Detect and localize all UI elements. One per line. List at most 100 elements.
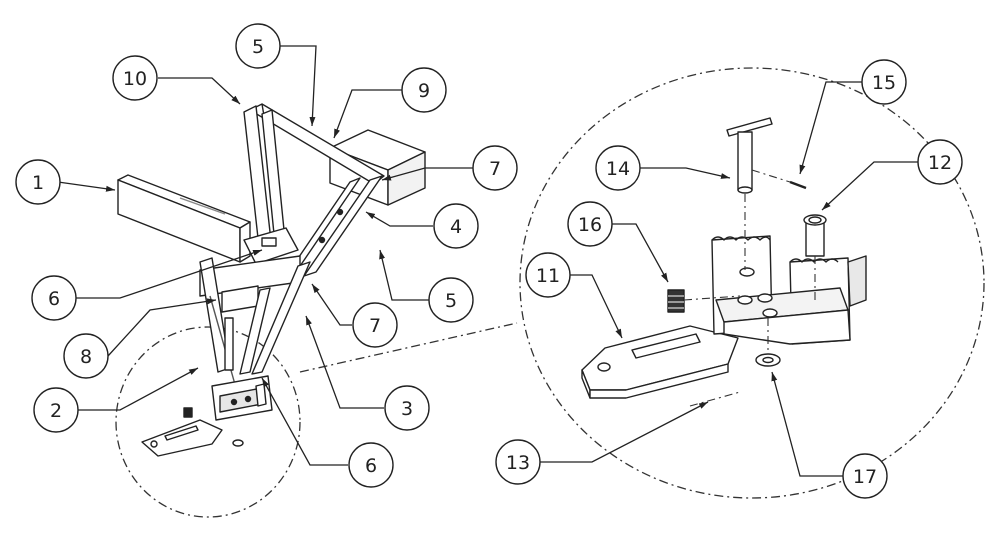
leader-17 bbox=[771, 371, 843, 477]
leader-12 bbox=[821, 161, 918, 211]
leader-2 bbox=[78, 367, 199, 411]
assembly-axes bbox=[683, 169, 816, 407]
leader-15 bbox=[799, 81, 862, 175]
callout-c9: 9 bbox=[401, 67, 447, 113]
leader-5b bbox=[379, 249, 430, 301]
lower-legs bbox=[199, 257, 311, 389]
leader-4 bbox=[365, 211, 433, 227]
part-16-spring bbox=[667, 289, 685, 313]
callout-label: 15 bbox=[872, 72, 896, 94]
callout-c8: 8 bbox=[63, 333, 109, 379]
callout-c3: 3 bbox=[384, 385, 430, 431]
callout-label: 4 bbox=[450, 216, 462, 238]
detail-circles bbox=[115, 67, 985, 518]
callout-circle bbox=[348, 442, 394, 488]
callout-circle bbox=[495, 439, 541, 485]
leader-lines bbox=[57, 45, 918, 477]
leader-7b bbox=[311, 283, 352, 326]
part-4-diagonal-brace bbox=[285, 175, 383, 277]
callout-circle bbox=[33, 387, 79, 433]
leader-6b bbox=[261, 377, 348, 466]
part-11-slotted-plate bbox=[581, 325, 739, 399]
callout-circle bbox=[861, 59, 907, 105]
callout-circle bbox=[352, 302, 398, 348]
leader-5a bbox=[278, 45, 317, 127]
part-1-mounting-bracket bbox=[117, 174, 251, 263]
callout-c16: 16 bbox=[567, 201, 613, 247]
callout-circle bbox=[433, 203, 479, 249]
callout-label: 7 bbox=[489, 158, 501, 180]
part-9-upper-box bbox=[329, 129, 426, 206]
leader-6a bbox=[76, 249, 263, 299]
callout-circle bbox=[112, 55, 158, 101]
callout-label: 13 bbox=[506, 452, 530, 474]
callout-label: 1 bbox=[32, 172, 44, 194]
small-plate bbox=[141, 419, 223, 457]
leader-9 bbox=[333, 89, 402, 139]
callout-circle bbox=[917, 139, 963, 185]
part-12-bushing bbox=[803, 214, 827, 257]
callout-label: 17 bbox=[853, 466, 877, 488]
callout-circle bbox=[525, 252, 571, 298]
callout-label: 10 bbox=[123, 68, 147, 90]
callout-bubbles: 1 10 5 9 7 4 5 6 7 8 2 3 6 14 15 12 16 11 13 17 bbox=[15, 23, 963, 499]
part-14-t-pin bbox=[726, 117, 773, 194]
lower-socket-block bbox=[211, 317, 273, 421]
callout-circle bbox=[401, 67, 447, 113]
callout-label: 2 bbox=[50, 400, 62, 422]
callout-label: 14 bbox=[606, 158, 630, 180]
leader-16 bbox=[612, 223, 669, 283]
leader-14 bbox=[640, 167, 731, 179]
large-detail-circle bbox=[519, 67, 985, 499]
part-8-crossmember bbox=[199, 255, 301, 313]
callout-label: 7 bbox=[369, 315, 381, 337]
callout-c7a: 7 bbox=[472, 145, 518, 191]
callout-label: 3 bbox=[401, 398, 413, 420]
callout-label: 5 bbox=[445, 290, 457, 312]
callout-circle bbox=[428, 277, 474, 323]
callout-circle bbox=[31, 275, 77, 321]
leader-10 bbox=[158, 77, 241, 105]
callout-c5b: 5 bbox=[428, 277, 474, 323]
callout-circle bbox=[63, 333, 109, 379]
callout-c11: 11 bbox=[525, 252, 571, 298]
callout-c7b: 7 bbox=[352, 302, 398, 348]
callout-label: 12 bbox=[928, 152, 952, 174]
callout-label: 8 bbox=[80, 346, 92, 368]
callout-c15: 15 bbox=[861, 59, 907, 105]
leader-1 bbox=[57, 181, 116, 192]
callout-c6a: 6 bbox=[31, 275, 77, 321]
callout-c6b: 6 bbox=[348, 442, 394, 488]
small-detail-circle bbox=[115, 326, 301, 518]
callout-c10: 10 bbox=[112, 55, 158, 101]
detail-connector-line bbox=[299, 322, 518, 373]
callout-circle bbox=[472, 145, 518, 191]
leader-8 bbox=[107, 298, 217, 357]
part-15-cotter-pin bbox=[789, 180, 807, 190]
callout-c14: 14 bbox=[595, 145, 641, 191]
callout-c17: 17 bbox=[842, 453, 888, 499]
callout-c5a: 5 bbox=[235, 23, 281, 69]
exploded-detail bbox=[581, 117, 867, 407]
leader-11 bbox=[570, 274, 623, 339]
small-washer bbox=[232, 439, 244, 447]
leader-3 bbox=[305, 315, 384, 409]
callout-c1: 1 bbox=[15, 159, 61, 205]
callout-label: 6 bbox=[48, 288, 60, 310]
callout-c2: 2 bbox=[33, 387, 79, 433]
callout-label: 9 bbox=[418, 80, 430, 102]
callout-circle bbox=[567, 201, 613, 247]
callout-label: 11 bbox=[536, 265, 560, 287]
callout-label: 5 bbox=[252, 36, 264, 58]
leader-7a bbox=[381, 167, 473, 181]
callout-circle bbox=[384, 385, 430, 431]
callout-c13: 13 bbox=[495, 439, 541, 485]
callout-label: 6 bbox=[365, 455, 377, 477]
callout-circle bbox=[15, 159, 61, 205]
main-frame-assembly bbox=[117, 103, 426, 457]
socket-block bbox=[711, 235, 867, 345]
callout-circle bbox=[595, 145, 641, 191]
leader-13 bbox=[540, 401, 709, 463]
small-spring bbox=[183, 407, 193, 418]
